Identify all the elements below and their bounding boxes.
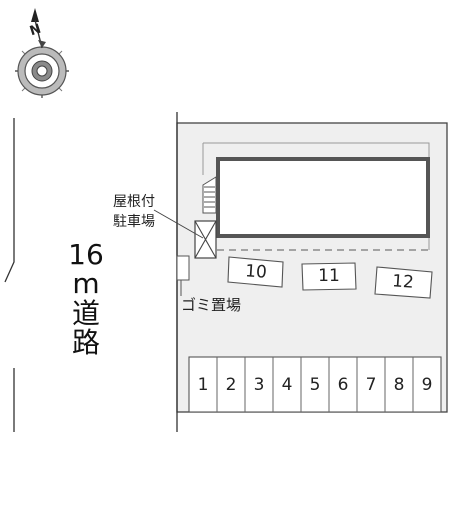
parking-slot-11: 11	[318, 266, 340, 286]
parking-slot-1: 1	[197, 375, 209, 395]
parking-slot-4: 4	[281, 375, 293, 395]
carport-label-line1: 屋根付	[113, 194, 155, 210]
parking-slots-bottom	[188, 356, 442, 413]
carport-label-line2: 駐車場	[113, 214, 155, 230]
parking-slot-8: 8	[393, 375, 405, 395]
parking-slot-6: 6	[337, 375, 349, 395]
covered-parking	[153, 209, 217, 259]
parking-slots-upper	[227, 256, 433, 299]
building	[202, 142, 430, 251]
parking-slot-5: 5	[309, 375, 321, 395]
parking-slot-9: 9	[421, 375, 433, 395]
road-lines	[4, 118, 15, 432]
parking-slot-7: 7	[365, 375, 377, 395]
parking-slot-2: 2	[225, 375, 237, 395]
stairs	[202, 176, 217, 214]
parking-slot-12: 12	[391, 271, 415, 293]
parking-slot-3: 3	[253, 375, 265, 395]
road-char-2: 路	[71, 326, 100, 360]
road-char-1: 道	[71, 296, 100, 330]
garbage-label: ゴミ置場	[181, 296, 242, 314]
road-width-unit: m	[72, 267, 100, 301]
parking-slot-10: 10	[244, 261, 268, 283]
road-width-number: 16	[68, 238, 104, 271]
garbage-area	[176, 255, 190, 296]
road-label: 16 m 道 路	[64, 240, 108, 358]
compass-rose-icon	[15, 8, 69, 98]
